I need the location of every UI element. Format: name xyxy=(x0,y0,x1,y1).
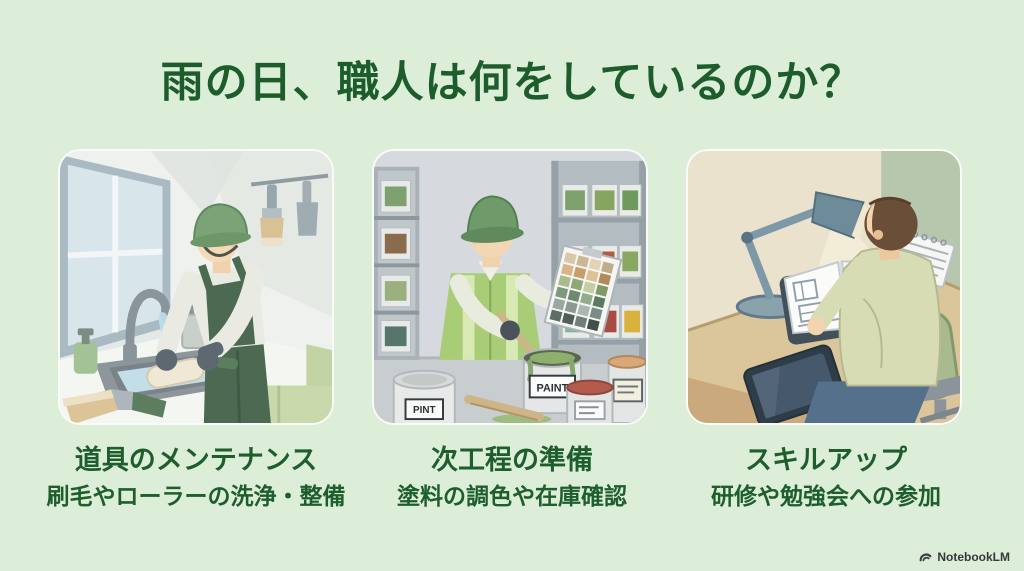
panel-tool-maintenance xyxy=(58,149,334,425)
caption-heading: スキルアップ xyxy=(745,445,907,475)
caption-next-process-prep: 次工程の準備 塗料の調色や在庫確認 xyxy=(342,444,682,510)
paint-prep-illustration: PAINT PINT xyxy=(374,151,646,423)
watermark: NotebookLM xyxy=(919,550,1010,564)
studying-illustration xyxy=(688,151,960,423)
panel-next-process-prep: PAINT PINT xyxy=(372,149,648,425)
caption-subheading: 研修や勉強会への参加 xyxy=(711,483,941,509)
caption-subheading: 塗料の調色や在庫確認 xyxy=(397,483,627,509)
caption-tool-maintenance: 道具のメンテナンス 刷毛やローラーの洗浄・整備 xyxy=(26,444,366,510)
panel-skill-up xyxy=(686,149,962,425)
caption-heading: 道具のメンテナンス xyxy=(74,445,318,475)
watermark-label: NotebookLM xyxy=(937,550,1010,564)
notebooklm-logo-icon xyxy=(919,553,932,561)
paint-can-label: PAINT xyxy=(537,382,569,394)
caption-subheading: 刷毛やローラーの洗浄・整備 xyxy=(46,483,346,509)
caption-skill-up: スキルアップ 研修や勉強会への参加 xyxy=(656,444,996,510)
front-can-label: PINT xyxy=(413,405,435,416)
slide-title: 雨の日、職人は何をしているのか？ xyxy=(160,59,864,107)
tool-maintenance-illustration xyxy=(60,151,332,423)
caption-heading: 次工程の準備 xyxy=(431,445,593,475)
